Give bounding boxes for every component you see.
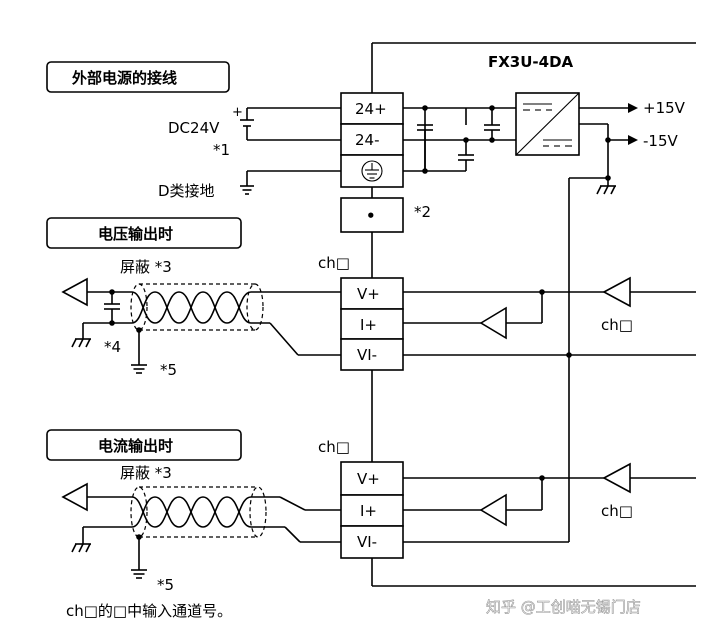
power-terminal-block: 24+ 24- bbox=[340, 92, 404, 188]
d-ground-wiring bbox=[240, 170, 341, 195]
dc-note: *1 bbox=[213, 141, 230, 159]
dot-term-text: • bbox=[366, 207, 376, 225]
common-bus bbox=[568, 175, 616, 542]
ch-label-voltage: ch□ bbox=[318, 254, 350, 272]
watermark: 知乎 @工创喵无锡门店 bbox=[486, 598, 641, 616]
shield-label-voltage: 屏蔽 *3 bbox=[120, 258, 172, 276]
dot-terminal: • bbox=[340, 197, 404, 233]
wiring-title-box: 外部电源的接线 bbox=[46, 61, 230, 93]
output-arrows bbox=[579, 103, 638, 186]
ch-label-voltage-right: ch□ bbox=[601, 316, 633, 334]
voltage-internal-wiring bbox=[403, 276, 696, 358]
dc-plus-sign: + bbox=[232, 105, 243, 120]
module-name: FX3U-4DA bbox=[488, 53, 574, 71]
c-terminal-vplus: V+ bbox=[357, 470, 380, 488]
plus15-label: +15V bbox=[643, 99, 686, 117]
ground-label: D类接地 bbox=[158, 182, 215, 200]
minus15-label: -15V bbox=[643, 132, 678, 150]
c-terminal-iplus: I+ bbox=[360, 502, 377, 520]
v-terminal-vplus: V+ bbox=[357, 285, 380, 303]
shield-label-current: 屏蔽 *3 bbox=[120, 464, 172, 482]
dc-label: DC24V bbox=[168, 119, 220, 137]
voltage-title: 电压输出时 bbox=[98, 225, 173, 243]
voltage-shielded-cable bbox=[61, 277, 341, 374]
current-title: 电流输出时 bbox=[98, 437, 173, 455]
c-terminal-viminus: VI- bbox=[357, 533, 377, 551]
ch-label-current: ch□ bbox=[318, 438, 350, 456]
internal-power-wiring bbox=[403, 105, 516, 174]
voltage-terminal-block bbox=[340, 277, 404, 371]
ch-label-current-right: ch□ bbox=[601, 502, 633, 520]
ground-terminal-icon bbox=[361, 160, 383, 182]
terminal-24plus: 24+ bbox=[355, 100, 387, 118]
footnote: ch□的□中输入通道号。 bbox=[66, 602, 232, 620]
note4: *4 bbox=[104, 338, 121, 356]
current-title-box: 电流输出时 bbox=[46, 429, 242, 461]
v-terminal-viminus: VI- bbox=[357, 346, 377, 364]
voltage-title-box: 电压输出时 bbox=[46, 217, 242, 249]
dc-dc-converter bbox=[515, 92, 580, 156]
terminal-24minus: 24- bbox=[355, 131, 380, 149]
current-internal-wiring bbox=[403, 462, 696, 543]
current-shielded-cable bbox=[61, 482, 341, 579]
v-terminal-iplus: I+ bbox=[360, 316, 377, 334]
note5-current: *5 bbox=[157, 576, 174, 594]
note5-voltage: *5 bbox=[160, 361, 177, 379]
note2: *2 bbox=[414, 203, 431, 221]
module-outline bbox=[371, 42, 696, 587]
wiring-title: 外部电源的接线 bbox=[71, 69, 177, 87]
dc24v-source bbox=[240, 107, 341, 141]
